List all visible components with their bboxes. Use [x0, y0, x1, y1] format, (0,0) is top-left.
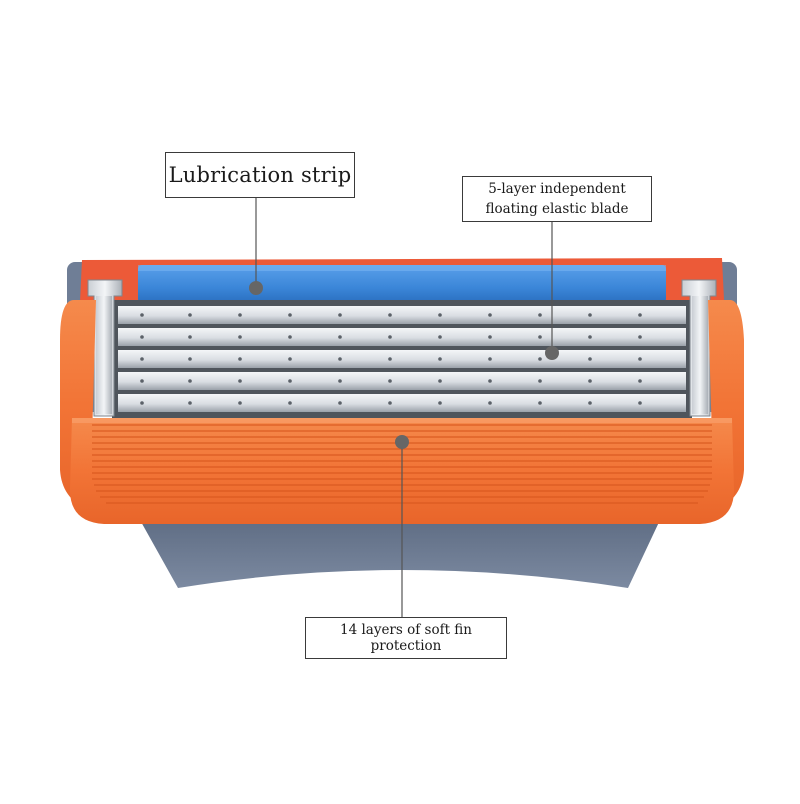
marker-dot-blade: [545, 346, 559, 360]
leader-markers: [249, 281, 559, 449]
lubrication-strip: [138, 265, 666, 303]
callout-blade: 5-layer independent floating elastic bla…: [462, 176, 652, 222]
callout-blade-line-2: floating elastic blade: [485, 201, 629, 217]
blade-bar-4: [118, 372, 686, 390]
callout-fin-protection: 14 layers of soft fin protection: [305, 617, 507, 659]
blade-bar-1: [118, 306, 686, 324]
marker-dot-fin: [395, 435, 409, 449]
callout-fin-label: 14 layers of soft fin protection: [339, 622, 472, 654]
blade-rivets: [140, 313, 642, 405]
marker-dot-lubrication: [249, 281, 263, 295]
callout-lubrication-strip: Lubrication strip: [165, 152, 355, 198]
blade-bar-2: [118, 328, 686, 346]
clip-right: [681, 279, 717, 417]
callout-lubrication-label: Lubrication strip: [168, 163, 352, 187]
clip-left: [87, 279, 123, 417]
blade-stack: [118, 306, 686, 412]
cartridge-base: [140, 520, 660, 588]
leader-lines: [255, 198, 553, 617]
blade-bar-5: [118, 394, 686, 412]
blade-bar-3: [118, 350, 686, 368]
callout-blade-line-1: 5-layer independent: [488, 181, 626, 197]
